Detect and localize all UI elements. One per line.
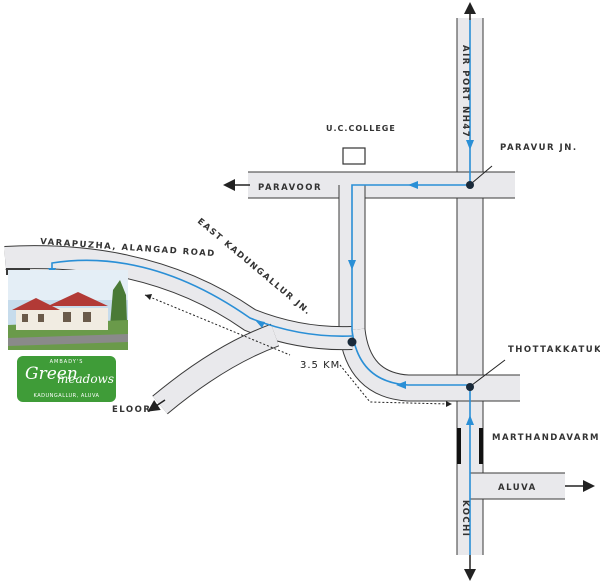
route-arrow-4	[396, 381, 406, 389]
route-arrow-2	[408, 181, 418, 189]
distance-arrow-right	[446, 401, 452, 407]
logo-location: KADUNGALLUR, ALUVA	[33, 393, 100, 399]
route-arrow-1	[466, 140, 474, 150]
junction-paravur	[466, 181, 474, 189]
route-line-varapuzha	[51, 259, 353, 337]
logo-name-line1: Green	[25, 364, 78, 384]
label-thottakkatukara: THOTTAKKATUK	[508, 345, 600, 355]
label-paravur-jn: PARAVUR JN.	[500, 143, 578, 153]
junction-thottakkatukara	[466, 383, 474, 391]
pointer-paravur	[471, 165, 493, 184]
label-aluva: ALUVA	[498, 483, 537, 493]
bridge-bar-left	[457, 428, 461, 464]
label-kochi: KOCHI	[460, 500, 470, 537]
label-distance: 3.5 KM	[300, 360, 340, 371]
logo-name-line2: meadows	[57, 372, 114, 386]
label-marthandavarma: MARTHANDAVARMA	[492, 433, 600, 443]
arrow-eloor	[147, 399, 166, 412]
bridge-bar-right	[479, 428, 483, 464]
route-arrow-6	[255, 320, 265, 328]
label-paravoor: PARAVOOR	[258, 183, 322, 193]
green-meadows-logo: AMBADY'S Green meadows KADUNGALLUR, ALUV…	[17, 356, 116, 402]
road-varapuzha	[4, 246, 353, 350]
route-arrow-5	[466, 415, 474, 425]
logo-brand: AMBADY'S	[49, 359, 84, 365]
pointer-thottakkatukara	[471, 359, 506, 386]
route-arrow-3	[348, 260, 356, 270]
distance-arrow-left	[145, 294, 152, 300]
label-uc-college: U.C.COLLEGE	[326, 124, 396, 133]
route-line	[351, 20, 471, 555]
property-photo	[8, 270, 128, 350]
road-eloor	[152, 324, 279, 414]
uc-college-marker	[342, 147, 366, 165]
junction-east-kadungallur	[347, 337, 357, 347]
label-airport: AIR PORT NH47	[460, 45, 470, 138]
road-link	[339, 328, 470, 401]
label-eloor: ELOOR	[112, 405, 151, 415]
